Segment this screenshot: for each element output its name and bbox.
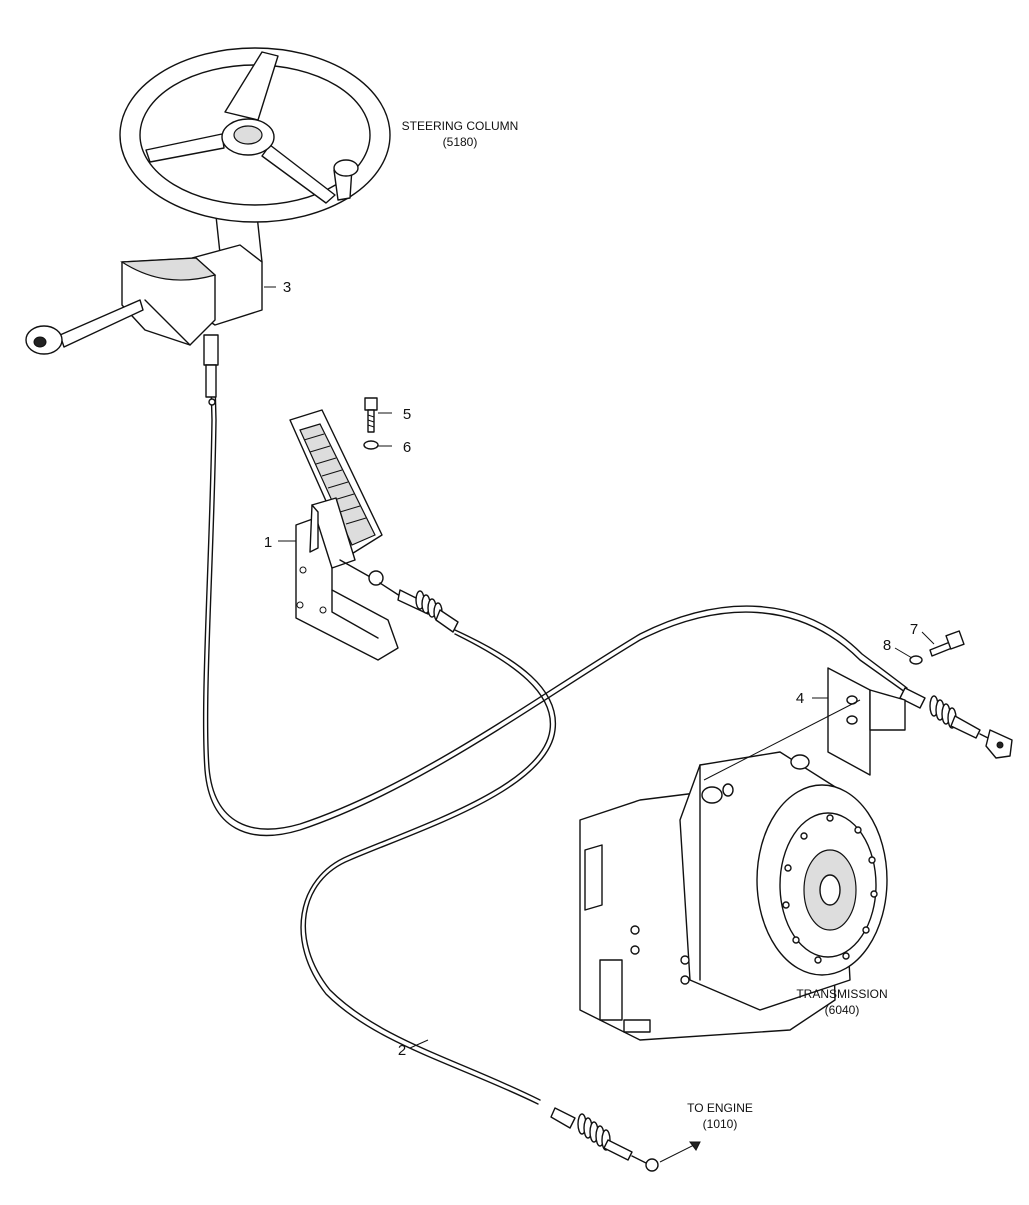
bolt-part-5	[364, 397, 378, 433]
callout-8: 8	[883, 637, 891, 654]
shift-selector	[25, 244, 263, 355]
steering-column-label: STEERING COLUMN	[402, 119, 519, 133]
accelerator-pedal	[289, 409, 399, 661]
callout-3: 3	[283, 279, 291, 296]
to-engine-label: TO ENGINE	[687, 1101, 753, 1115]
transmission-label: TRANSMISSION	[796, 987, 887, 1001]
callout-6: 6	[403, 439, 411, 456]
callout-4: 4	[796, 690, 804, 707]
to-engine-code: (1010)	[703, 1117, 738, 1131]
steering-wheel	[119, 47, 391, 273]
callout-7: 7	[910, 621, 918, 638]
cable-bracket-part-4	[827, 667, 906, 776]
leader-lines	[264, 286, 935, 1163]
callout-2: 2	[398, 1042, 406, 1059]
shift-cable-trans-end	[899, 687, 1013, 759]
bolt-part-7	[929, 630, 965, 657]
transmission-housing	[579, 699, 888, 1041]
accel-cable-engine-end	[550, 1107, 659, 1172]
steering-column-code: (5180)	[443, 135, 478, 149]
callout-5: 5	[403, 406, 411, 423]
washer-part-8	[909, 655, 923, 665]
cables	[202, 334, 908, 1105]
accel-cable-pedal-end	[379, 582, 459, 633]
transmission-code: (6040)	[825, 1003, 860, 1017]
washer-part-6	[363, 440, 379, 450]
callout-1: 1	[264, 534, 272, 551]
